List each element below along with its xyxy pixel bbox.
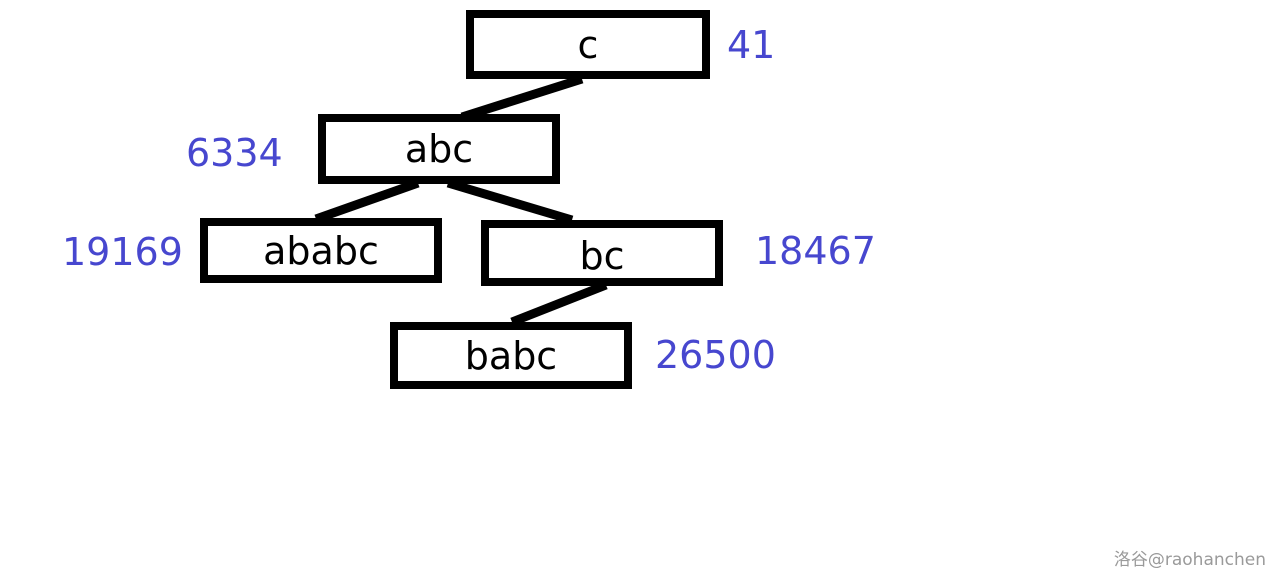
node-c: c xyxy=(466,10,710,79)
watermark: 洛谷@raohanchen xyxy=(1113,550,1266,570)
edge-abc-bc xyxy=(446,178,574,225)
node-ababc: ababc xyxy=(200,218,442,283)
node-label: ababc xyxy=(263,228,379,273)
node-bc: bc xyxy=(481,220,723,286)
value-bc: 18467 xyxy=(755,229,876,273)
edge-abc-ababc xyxy=(314,178,420,224)
node-label: bc xyxy=(579,234,625,278)
edge-bc-babc xyxy=(510,280,608,327)
node-label: abc xyxy=(404,127,474,171)
node-label: c xyxy=(577,22,599,67)
value-babc: 26500 xyxy=(655,333,776,377)
value-ababc: 19169 xyxy=(62,230,183,274)
node-babc: babc xyxy=(390,322,632,389)
edge-c-abc xyxy=(460,74,584,122)
node-abc: abc xyxy=(318,114,560,184)
value-abc: 6334 xyxy=(186,131,283,175)
node-label: babc xyxy=(464,333,558,378)
value-c: 41 xyxy=(727,23,776,67)
